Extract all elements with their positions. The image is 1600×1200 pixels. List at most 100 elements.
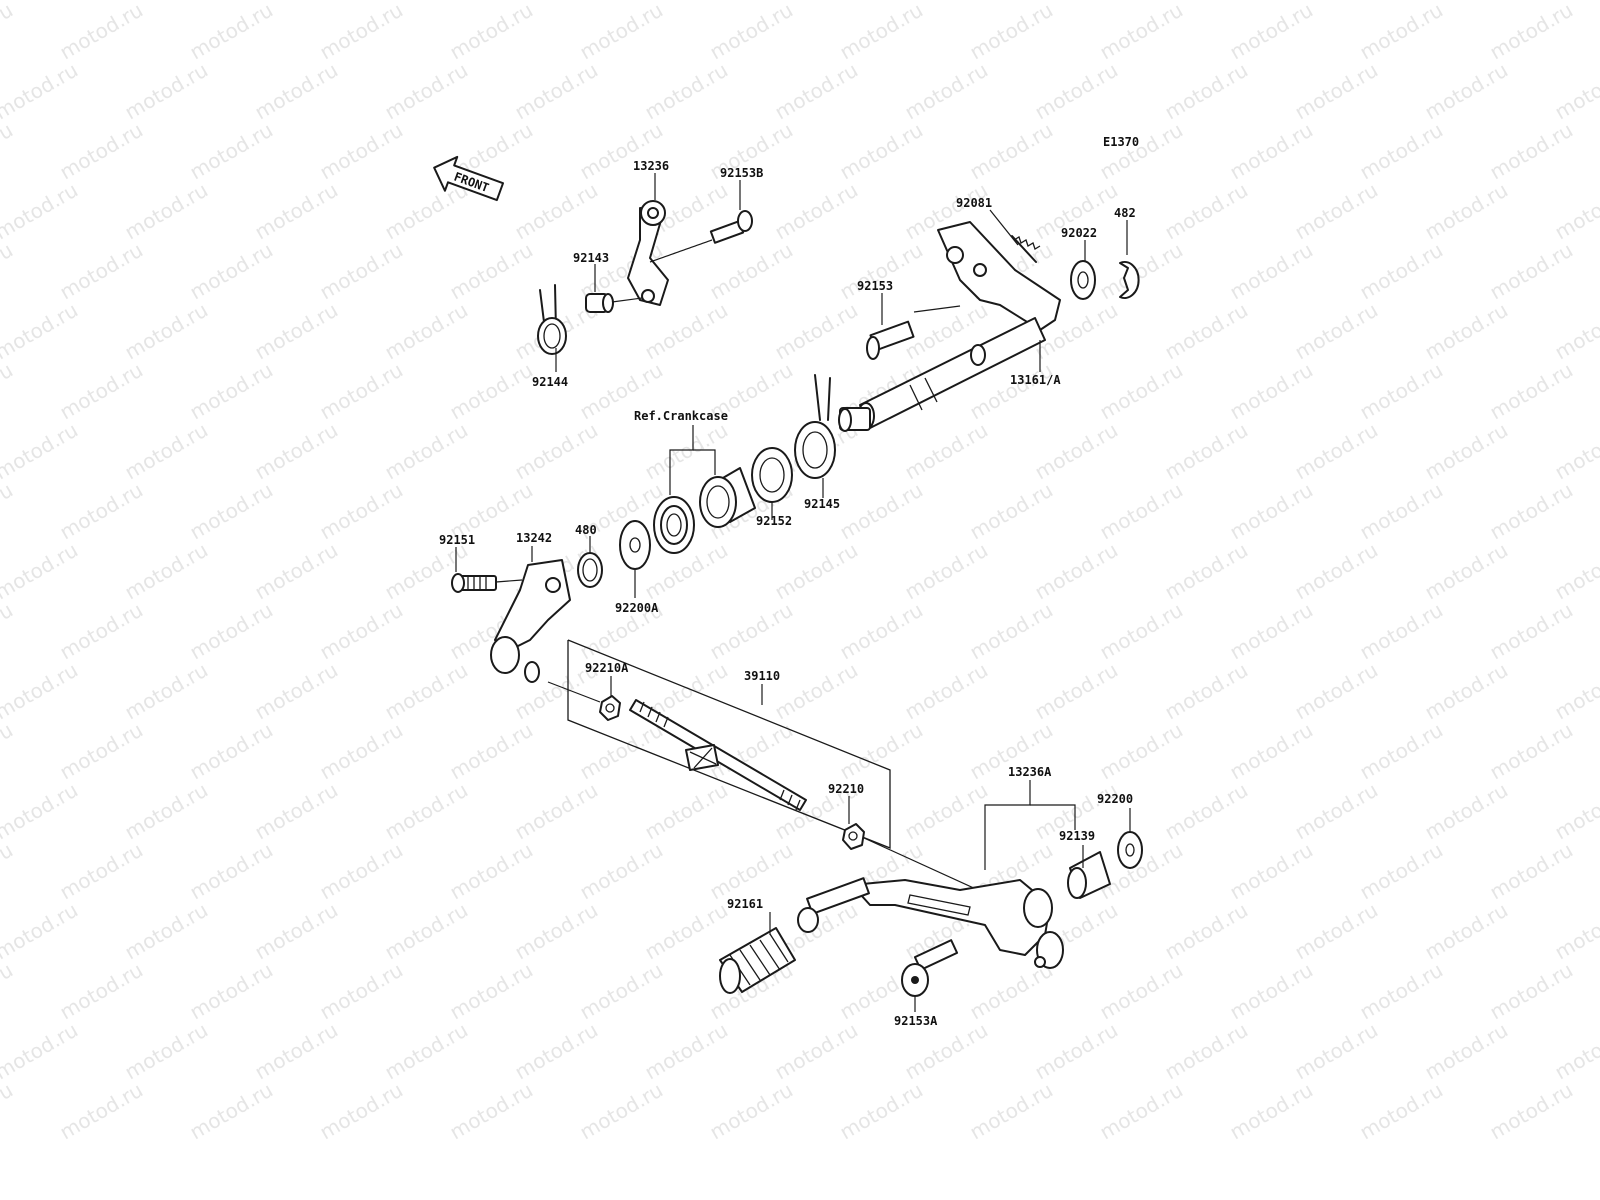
watermark-text: motod.ru — [901, 418, 992, 485]
diagram-code: E1370 — [1103, 135, 1139, 149]
watermark-text: motod.ru — [1421, 58, 1512, 125]
label-92210: 92210 — [828, 782, 864, 796]
watermark-text: motod.ru — [381, 778, 472, 845]
watermark-text: motod.ru — [771, 58, 862, 125]
label-92153B: 92153B — [720, 166, 763, 180]
watermark-text: motod.ru — [56, 1078, 147, 1145]
label-92152: 92152 — [756, 514, 792, 528]
watermark-text: motod.ru — [251, 898, 342, 965]
watermark-text: motod.ru — [186, 838, 277, 905]
watermark-text: motod.ru — [446, 238, 537, 305]
part-13242-shift-lever — [490, 559, 571, 683]
watermark-text: motod.ru — [1356, 718, 1447, 785]
watermark-text: motod.ru — [446, 838, 537, 905]
watermark-text: motod.ru — [576, 958, 667, 1025]
watermark-text: motod.ru — [316, 958, 407, 1025]
watermark-text: motod.ru — [1486, 598, 1577, 665]
watermark-text: motod.ru — [1161, 538, 1252, 605]
label-ref-crankcase: Ref.Crankcase — [634, 409, 728, 423]
label-92151: 92151 — [439, 533, 475, 547]
watermark-text: motod.ru — [1551, 778, 1600, 845]
watermark-text: motod.ru — [641, 418, 732, 485]
watermark-text: motod.ru — [0, 118, 17, 185]
watermark-text: motod.ru — [641, 58, 732, 125]
watermark-text: motod.ru — [56, 238, 147, 305]
watermark-text: motod.ru — [121, 1018, 212, 1085]
watermark-text: motod.ru — [56, 598, 147, 665]
watermark-text: motod.ru — [1551, 1018, 1600, 1085]
watermark-text: motod.ru — [1551, 58, 1600, 125]
watermark-text: motod.ru — [1486, 1078, 1577, 1145]
watermark-text: motod.ru — [771, 1018, 862, 1085]
part-92153B-bolt — [649, 210, 753, 263]
watermark-text: motod.ru — [836, 118, 927, 185]
watermark-text: motod.ru — [446, 358, 537, 425]
watermark-text: motod.ru — [186, 118, 277, 185]
watermark-text: motod.ru — [1421, 898, 1512, 965]
watermark-text: motod.ru — [1096, 718, 1187, 785]
part-92210A-nut — [599, 695, 621, 721]
watermark-text: motod.ru — [1161, 898, 1252, 965]
watermark-text: motod.ru — [1291, 58, 1382, 125]
watermark-text: motod.ru — [56, 718, 147, 785]
watermark-text: motod.ru — [251, 778, 342, 845]
watermark-text: motod.ru — [1226, 0, 1317, 64]
watermark-text: motod.ru — [1356, 958, 1447, 1025]
watermark-text: motod.ru — [576, 1078, 667, 1145]
watermark-text: motod.ru — [966, 0, 1057, 64]
watermark-text: motod.ru — [1486, 118, 1577, 185]
watermark-text: motod.ru — [1291, 658, 1382, 725]
label-92139: 92139 — [1059, 829, 1095, 843]
watermark-text: motod.ru — [121, 538, 212, 605]
watermark-text: motod.ru — [381, 418, 472, 485]
watermark-text: motod.ru — [121, 658, 212, 725]
watermark-text: motod.ru — [0, 178, 82, 245]
watermark-text: motod.ru — [251, 1018, 342, 1085]
watermark-text: motod.ru — [901, 58, 992, 125]
watermark-text: motod.ru — [186, 478, 277, 545]
watermark-text: motod.ru — [1551, 898, 1600, 965]
watermark-text: motod.ru — [1226, 718, 1317, 785]
watermark-text: motod.ru — [0, 838, 17, 905]
watermark-text: motod.ru — [1291, 898, 1382, 965]
watermark-text: motod.ru — [836, 598, 927, 665]
watermark-text: motod.ru — [316, 1078, 407, 1145]
watermark-text: motod.ru — [0, 718, 17, 785]
watermark-text: motod.ru — [121, 778, 212, 845]
watermark-text: motod.ru — [0, 658, 82, 725]
watermark-text: motod.ru — [121, 298, 212, 365]
part-92145-spring — [794, 374, 836, 479]
watermark-text: motod.ru — [1551, 658, 1600, 725]
watermark-text: motod.ru — [1096, 118, 1187, 185]
watermark-text: motod.ru — [1096, 958, 1187, 1025]
watermark-text: motod.ru — [251, 178, 342, 245]
part-92153-bolt — [866, 305, 961, 360]
label-92081: 92081 — [956, 196, 992, 210]
part-92161-rubber — [719, 927, 796, 994]
watermark-text: motod.ru — [446, 718, 537, 785]
watermark-text: motod.ru — [1291, 1018, 1382, 1085]
watermark-text: motod.ru — [56, 358, 147, 425]
watermark-text: motod.ru — [511, 778, 602, 845]
watermark-text: motod.ru — [836, 1078, 927, 1145]
watermark-text: motod.ru — [1356, 1078, 1447, 1145]
watermark-text: motod.ru — [1291, 418, 1382, 485]
leader-lines — [455, 173, 1131, 1012]
watermark-text: motod.ru — [966, 478, 1057, 545]
part-39110-tie-rod — [547, 639, 891, 849]
label-92210A: 92210A — [585, 661, 629, 675]
watermark-text: motod.ru — [1161, 1018, 1252, 1085]
watermark-text: motod.ru — [0, 418, 82, 485]
watermark-text: motod.ru — [576, 0, 667, 64]
watermark-text: motod.ru — [0, 958, 17, 1025]
label-92161: 92161 — [727, 897, 763, 911]
watermark-text: motod.ru — [641, 1018, 732, 1085]
watermark-text: motod.ru — [1226, 958, 1317, 1025]
watermark-text: motod.ru — [1031, 658, 1122, 725]
watermark-text: motod.ru — [706, 238, 797, 305]
watermark-text: motod.ru — [1161, 298, 1252, 365]
watermark-text: motod.ru — [1161, 778, 1252, 845]
watermark-text: motod.ru — [1096, 598, 1187, 665]
label-92153: 92153 — [857, 279, 893, 293]
